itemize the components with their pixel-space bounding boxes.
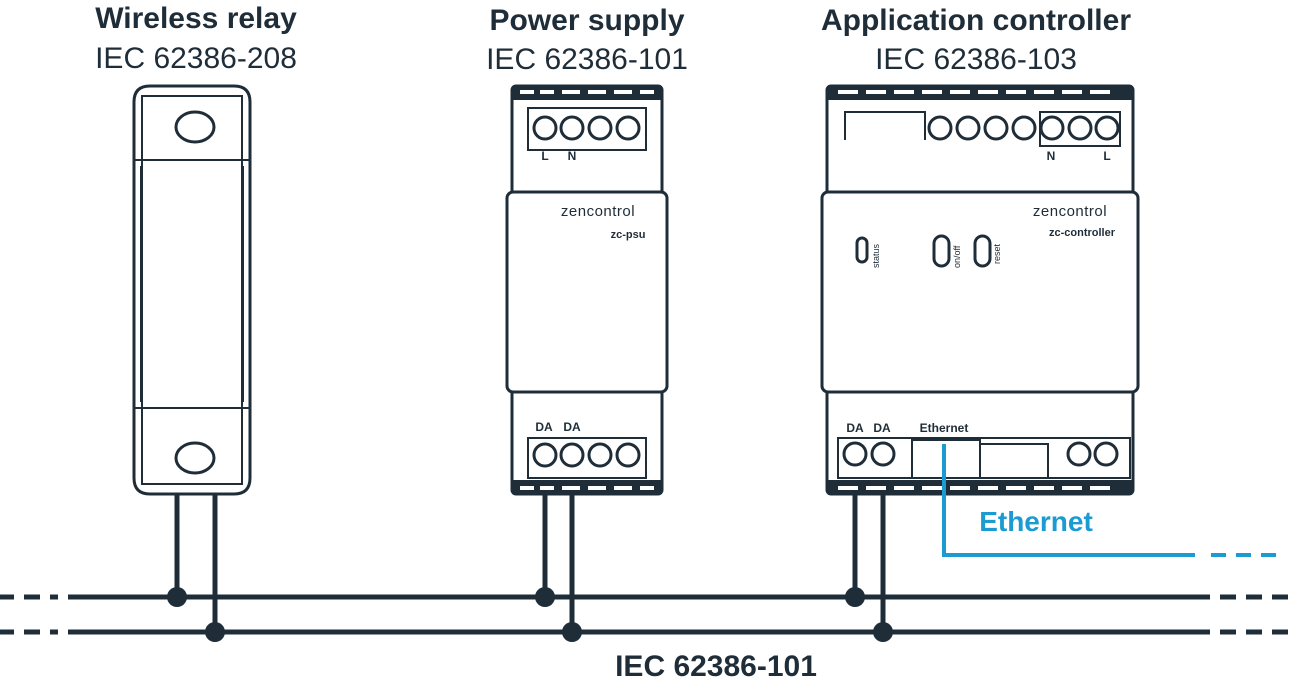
- psu-terminal-label-l: L: [541, 149, 548, 163]
- psu-top-terminals: [532, 115, 641, 141]
- psu-model: zc-psu: [611, 229, 646, 241]
- reset-button[interactable]: [973, 234, 992, 268]
- bus-standard-label: IEC 62386-101: [615, 650, 817, 679]
- relay-mount-hole-bottom: [174, 441, 216, 475]
- wireless-relay-device: [132, 84, 252, 496]
- bus-junction-dots: [167, 587, 893, 642]
- controller-da-terminals: [842, 441, 896, 467]
- relay-title: Wireless relay: [95, 2, 297, 35]
- ethernet-label: Ethernet: [979, 506, 1093, 537]
- psu-title: Power supply: [489, 4, 684, 37]
- relay-mount-hole-top: [174, 110, 216, 144]
- controller-bottom-right-terminals: [1066, 441, 1119, 467]
- controller-ethernet-port-label: Ethernet: [920, 421, 969, 435]
- controller-brand: zencontrol: [1033, 203, 1107, 220]
- power-supply-device: L N zencontrol zc-psu DA DA: [505, 84, 669, 496]
- controller-title: Application controller: [821, 4, 1131, 37]
- reset-label: reset: [992, 243, 1002, 264]
- application-controller-device: N L zencontrol zc-controller status on/o…: [820, 84, 1140, 496]
- bus-drop-wires: [174, 494, 886, 632]
- on-off-label: on/off: [952, 245, 962, 268]
- psu-standard: IEC 62386-101: [486, 43, 688, 76]
- controller-terminal-label-da2: DA: [873, 421, 891, 435]
- controller-model: zc-controller: [1049, 227, 1116, 239]
- status-led: [855, 236, 869, 264]
- controller-standard: IEC 62386-103: [875, 43, 1077, 76]
- psu-terminal-label-n: N: [568, 149, 577, 163]
- relay-standard: IEC 62386-208: [95, 42, 297, 75]
- on-off-button[interactable]: [932, 234, 951, 268]
- psu-terminal-label-da2: DA: [563, 420, 581, 434]
- ethernet-cable: [942, 444, 1276, 557]
- psu-brand: zencontrol: [561, 203, 635, 220]
- status-label: status: [871, 243, 881, 268]
- psu-bottom-terminals: [532, 442, 641, 468]
- controller-top-terminals: [927, 115, 1120, 141]
- controller-terminal-label-l: L: [1103, 149, 1110, 163]
- controller-terminal-label-n: N: [1047, 149, 1056, 163]
- controller-terminal-label-da1: DA: [846, 421, 864, 435]
- psu-terminal-label-da1: DA: [535, 420, 553, 434]
